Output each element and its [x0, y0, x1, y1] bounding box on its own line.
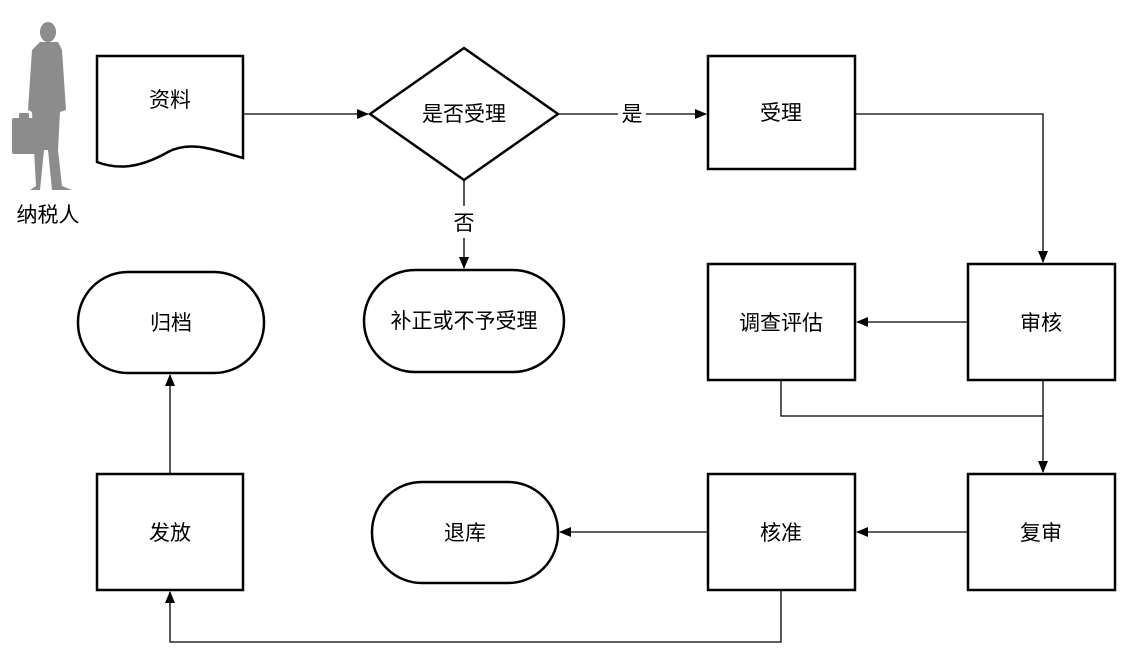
edge-yes-label: 是 — [622, 102, 643, 126]
edge-approve-issue — [165, 590, 782, 643]
correct-label: 补正或不予受理 — [391, 309, 538, 333]
taxpayer-label: 纳税人 — [17, 203, 80, 227]
node-issue: 发放 — [95, 472, 245, 592]
taxpayer-actor: 纳税人 — [12, 22, 80, 227]
node-correct: 补正或不予受理 — [362, 268, 566, 374]
return-label: 退库 — [444, 521, 486, 545]
accept-label: 受理 — [760, 101, 802, 125]
businessman-silhouette-icon — [12, 22, 72, 190]
investigate-label: 调查评估 — [739, 311, 823, 335]
node-archive: 归档 — [76, 270, 266, 375]
materials-label: 资料 — [149, 88, 191, 112]
issue-label: 发放 — [149, 521, 191, 545]
node-audit: 审核 — [966, 262, 1117, 382]
review-label: 复审 — [1020, 521, 1062, 545]
node-decision: 是否受理 — [367, 46, 561, 182]
node-approve: 核准 — [706, 472, 857, 592]
node-review: 复审 — [966, 472, 1117, 592]
archive-label: 归档 — [150, 311, 192, 335]
node-return: 退库 — [370, 480, 560, 585]
approve-label: 核准 — [760, 521, 802, 545]
decision-label: 是否受理 — [422, 102, 506, 126]
node-investigate: 调查评估 — [706, 262, 857, 382]
edge-no-label: 否 — [454, 211, 475, 235]
node-materials: 资料 — [95, 54, 245, 168]
node-accept: 受理 — [706, 54, 857, 171]
audit-label: 审核 — [1020, 311, 1062, 335]
edge-investigate-review — [780, 380, 1043, 417]
edge-accept-audit — [855, 113, 1048, 263]
